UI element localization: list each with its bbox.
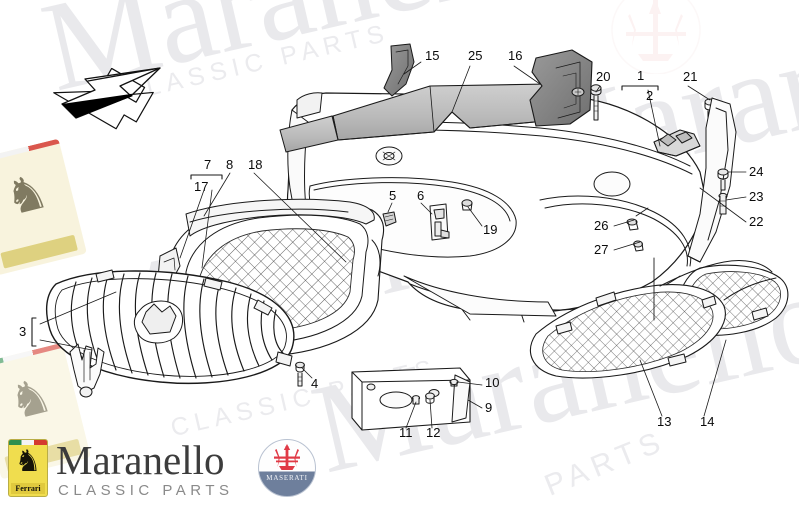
- callout-11: 11: [399, 425, 413, 440]
- brand-name: Maranello: [56, 437, 225, 483]
- ferrari-shield-logo: ♞ Ferrari: [8, 439, 48, 497]
- callout-14: 14: [700, 414, 715, 429]
- part-7-17-8-18-left-lower-grille: [157, 198, 385, 358]
- prancing-horse-icon: ♞: [14, 445, 42, 478]
- part-25-reinforcement-beam: [279, 83, 557, 153]
- callout-13: 13: [657, 414, 672, 429]
- callout-brackets: [31, 85, 659, 347]
- part-19-clip: [461, 199, 473, 211]
- part-10-clip: [449, 378, 459, 387]
- part-26-screw: [626, 207, 649, 231]
- callout-1: 1: [637, 68, 645, 83]
- callout-23: 23: [749, 189, 764, 204]
- direction-arrow-icon-shape: [61, 67, 161, 119]
- part-22-right-side-panel: [687, 97, 737, 263]
- callout-3: 3: [19, 324, 27, 339]
- callout-15: 15: [425, 48, 440, 63]
- callout-6: 6: [417, 188, 425, 203]
- callout-12: 12: [426, 425, 441, 440]
- part-16-air-duct-block: [529, 49, 593, 127]
- part-3-trident-badge: [69, 343, 105, 398]
- callout-9: 9: [485, 400, 493, 415]
- maserati-wordmark: MASERATI: [266, 474, 308, 482]
- part-3-front-grille: [45, 269, 295, 385]
- callout-4: 4: [311, 376, 319, 391]
- part-15-left-bracket: [383, 43, 415, 97]
- part-20-screw: [590, 84, 602, 121]
- callout-16: 16: [508, 48, 523, 63]
- callout-26: 26: [594, 218, 609, 233]
- callout-18: 18: [248, 157, 263, 172]
- callout-5: 5: [389, 188, 397, 203]
- part-9-license-plate-bracket: [351, 367, 471, 431]
- part-23-screw: [718, 192, 728, 215]
- part-6-sensor-bracket: [429, 203, 450, 241]
- leader-lines: [39, 61, 747, 429]
- callout-7: 7: [204, 157, 212, 172]
- part-5-clip: [382, 211, 397, 227]
- footer-branding: ♞ Ferrari Maranello CLASSIC PARTS: [0, 433, 799, 505]
- callout-17: 17: [194, 179, 209, 194]
- callout-24: 24: [749, 164, 764, 179]
- callout-10: 10: [485, 375, 500, 390]
- part-11-screw: [411, 395, 421, 405]
- callout-21: 21: [683, 69, 698, 84]
- maserati-logo: MASERATI: [258, 439, 316, 497]
- trident-icon: [259, 444, 315, 479]
- callout-20: 20: [596, 69, 611, 84]
- brand-tagline: CLASSIC PARTS: [58, 482, 234, 499]
- callout-19: 19: [483, 222, 498, 237]
- part-13-14-lower-right-mesh-grilles: [529, 257, 789, 379]
- callout-8: 8: [226, 157, 234, 172]
- ferrari-wordmark: Ferrari: [11, 483, 45, 494]
- callout-27: 27: [594, 242, 609, 257]
- part-4-screw: [295, 361, 305, 387]
- callout-2: 2: [646, 88, 654, 103]
- italian-flag-stripe: [9, 440, 47, 445]
- part-1-2-trim-clip-strip: [653, 129, 701, 157]
- callout-25: 25: [468, 48, 483, 63]
- callout-22: 22: [749, 214, 764, 229]
